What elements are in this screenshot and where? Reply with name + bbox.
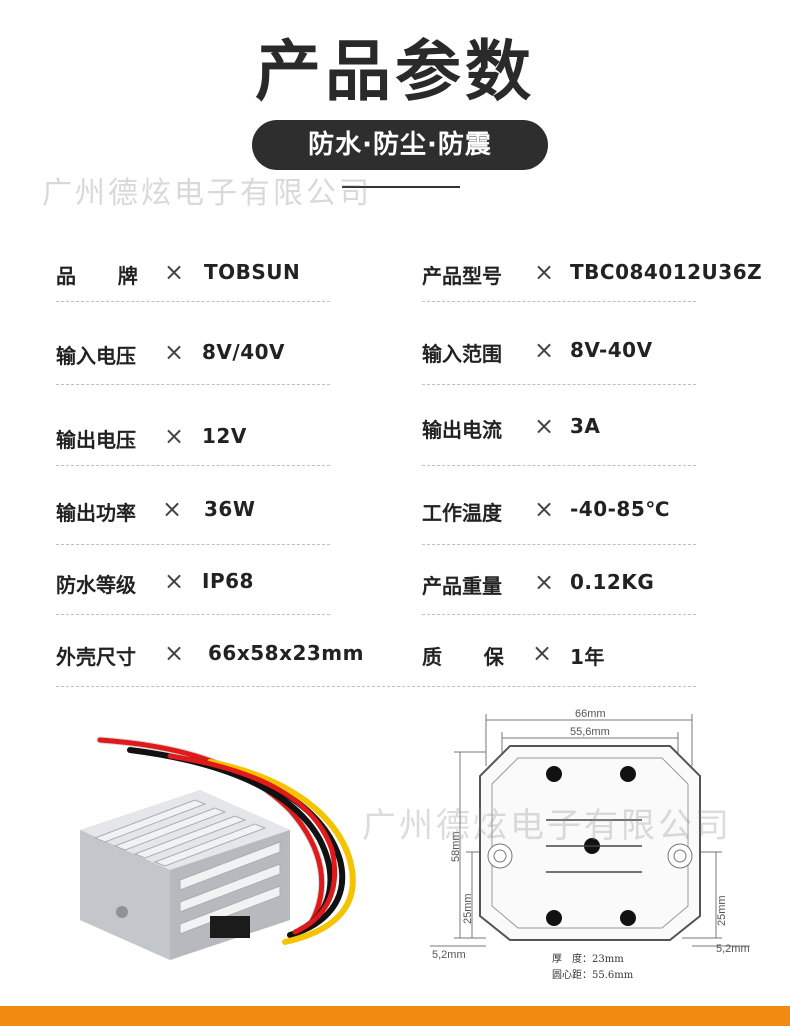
spec-label: 产品重量 [422,574,502,598]
spec-label: 品 牌 [56,264,138,288]
feature-pill: 防水·防尘·防震 [252,120,548,170]
spec-value: TOBSUN [204,260,301,284]
divider [422,544,696,545]
divider [422,465,696,466]
spec-label: 质 保 [422,645,504,669]
spec-value: 8V-40V [570,338,653,362]
spec-label: 输入范围 [422,342,502,366]
times-icon: × [532,639,553,667]
dim-width-66: 66mm [575,708,606,720]
divider [422,384,696,385]
product-image [80,736,356,960]
spec-label: 产品型号 [422,264,502,288]
housing-icon [80,790,290,960]
spec-value: 3A [570,414,601,438]
note-thickness: 厚 度：23mm [552,952,624,965]
times-icon: × [162,495,183,523]
times-icon: × [164,422,185,450]
dimension-drawing: 66mm 55,6mm 5,2mm 5,2mm 58mm 25mm 25mm 厚… [430,708,750,981]
page-title: 产品参数 [255,33,535,110]
spec-value: IP68 [202,569,254,593]
spec-value: 1年 [570,645,605,669]
spec-label: 输入电压 [56,344,136,368]
dim-right-25: 25mm [716,895,728,926]
dim-left-52: 5,2mm [432,949,466,961]
times-icon: × [534,412,555,440]
bottom-accent-bar [0,1006,790,1026]
spec-value: TBC084012U36Z [570,260,763,284]
divider [56,544,330,545]
dim-left-25: 25mm [462,893,474,924]
spec-value: 36W [204,497,256,521]
spec-value: 8V/40V [202,340,286,364]
dim-height-58: 58mm [450,831,462,862]
wires-icon [96,736,356,945]
note-hole-distance: 圆心距：55.6mm [552,969,634,981]
spec-label: 输出功率 [56,501,136,525]
spec-label: 外壳尺寸 [56,645,136,669]
times-icon: × [164,567,185,595]
divider [56,465,330,466]
times-icon: × [164,338,185,366]
times-icon: × [164,258,185,286]
times-icon: × [534,495,555,523]
watermark: 广州德炫电子有限公司 [42,176,372,211]
spec-label: 输出电流 [422,418,502,442]
times-icon: × [534,336,555,364]
divider [422,614,696,615]
dim-right-52: 5,2mm [716,943,750,955]
dim-width-556: 55,6mm [570,726,610,738]
pill-underline [342,186,460,188]
spec-value: 12V [202,424,247,448]
spec-value: -40-85℃ [570,497,670,521]
times-icon: × [164,639,185,667]
spec-label: 工作温度 [422,501,502,525]
divider [56,686,696,687]
divider [56,614,330,615]
times-icon: × [534,258,555,286]
spec-label: 防水等级 [56,573,136,597]
divider [56,301,330,302]
divider [56,384,330,385]
spec-value: 0.12KG [570,570,655,594]
spec-value: 66x58x23mm [208,641,364,665]
divider [422,301,696,302]
spec-label: 输出电压 [56,428,136,452]
times-icon: × [534,568,555,596]
